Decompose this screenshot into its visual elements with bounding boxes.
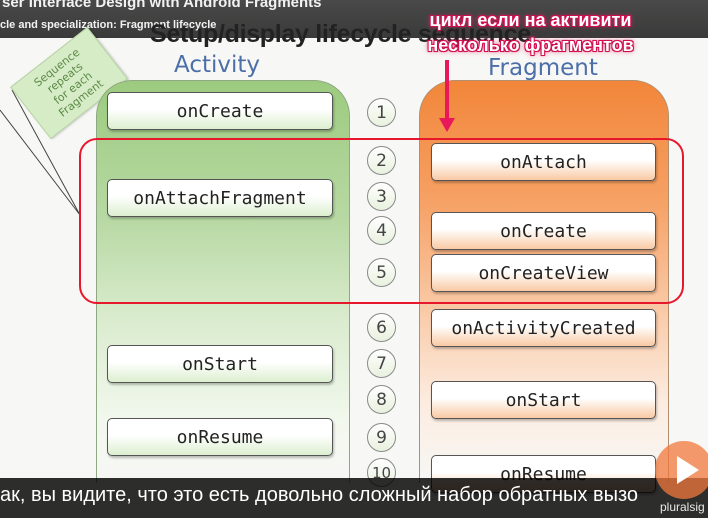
- fragment-method-oncreate: onCreate: [431, 212, 656, 250]
- activity-method-onresume: onResume: [107, 418, 333, 456]
- step-circle: 3: [367, 182, 396, 211]
- step-circle: 5: [367, 258, 396, 287]
- fragment-method-oncreateview: onCreateView: [431, 254, 656, 292]
- highlight-rectangle: [79, 138, 684, 304]
- step-circle: 1: [367, 98, 396, 127]
- play-icon[interactable]: [677, 456, 699, 484]
- activity-method-oncreate: onCreate: [107, 92, 333, 130]
- header-bar: [0, 0, 708, 38]
- step-circle: 7: [367, 349, 396, 378]
- module-title: cle and specialization: Fragment lifecyc…: [0, 19, 217, 31]
- annotation-line1: цикл если на активити: [429, 10, 632, 30]
- annotation-arrow-shaft: [445, 60, 449, 122]
- fragment-header: Fragment: [488, 55, 598, 81]
- fragment-method-onattach: onAttach: [431, 143, 656, 181]
- course-title: ser Interface Design with Android Fragme…: [2, 0, 322, 11]
- activity-column: [96, 80, 350, 483]
- slide-title: Setup/display lifecycle sequence: [150, 20, 531, 48]
- step-circle: 4: [367, 216, 396, 245]
- step-circle: 9: [367, 423, 396, 452]
- connector-lines: [0, 89, 81, 216]
- fragment-method-onstart: onStart: [431, 381, 656, 419]
- brand-logo: pluralsig: [660, 500, 705, 514]
- activity-method-onattachfragment: onAttachFragment: [107, 179, 333, 217]
- annotation-arrow-head-icon: [439, 118, 455, 132]
- activity-method-onstart: onStart: [107, 345, 333, 383]
- step-circle: 6: [367, 313, 396, 342]
- annotation-line2: несколько фрагментов: [427, 35, 634, 55]
- subtitle-bar: [0, 478, 708, 518]
- subtitle-text: ак, вы видите, что это есть довольно сло…: [0, 484, 639, 506]
- step-circle: 8: [367, 385, 396, 414]
- fragment-method-onactivitycreated: onActivityCreated: [431, 309, 656, 347]
- activity-header: Activity: [174, 52, 261, 78]
- step-circle: 2: [367, 146, 396, 175]
- annotation-note: цикл если на активити несколько фрагмент…: [383, 8, 678, 58]
